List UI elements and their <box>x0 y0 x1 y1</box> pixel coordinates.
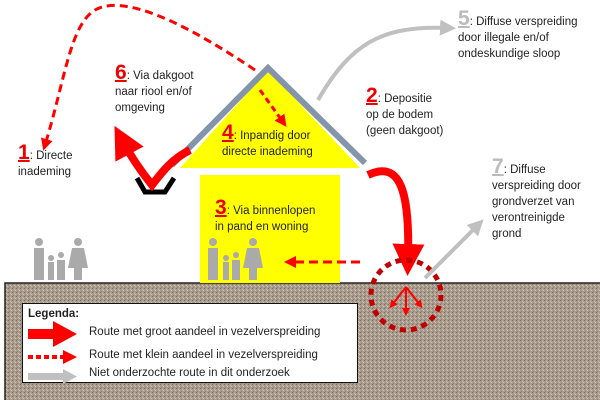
family-inside-icon <box>208 238 263 280</box>
legend-item-small: Route met klein aandeel in vezelversprei… <box>89 349 318 361</box>
route-7-arrow <box>423 219 484 280</box>
route-5-arrow <box>316 19 456 102</box>
legend: Legenda: Route met groot aandeel in veze… <box>22 303 358 384</box>
legend-small-arrow-icon <box>28 350 77 364</box>
soil-dispersion-arrows <box>389 286 423 316</box>
legend-large-arrow-icon <box>28 321 77 347</box>
legend-title: Legenda: <box>28 308 80 320</box>
route-4-arrow <box>258 89 287 127</box>
route-6-arrow <box>114 125 192 192</box>
gutter-icon <box>134 176 177 195</box>
legend-item-large: Route met groot aandeel in vezelversprei… <box>89 326 321 338</box>
legend-grey-arrow-icon <box>28 369 77 384</box>
family-outside-icon <box>34 238 88 280</box>
route-1-arrow <box>41 3 256 151</box>
legend-item-not-studied: Niet onderzochte route in dit onderzoek <box>89 367 290 379</box>
soil-dispersion-circle <box>368 257 444 333</box>
route-2-arrow <box>366 167 425 276</box>
legend-symbols <box>28 321 77 384</box>
